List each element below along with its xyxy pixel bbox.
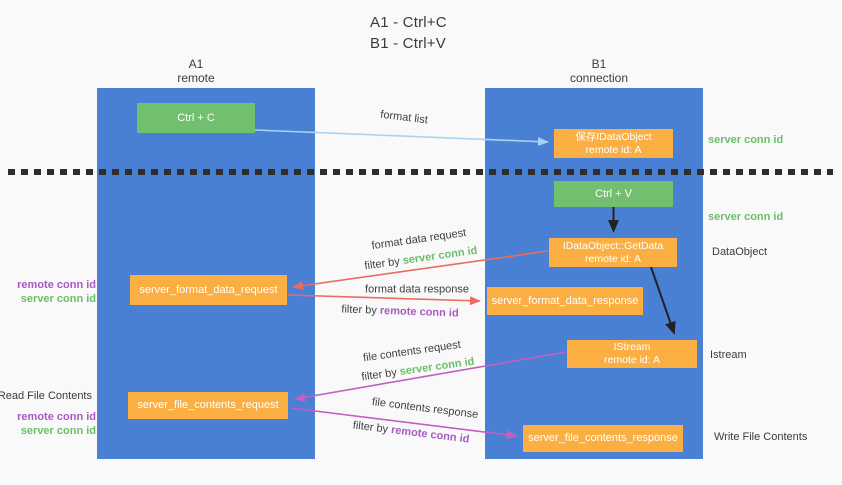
annotation-read-file-contents: Read File Contents	[0, 390, 92, 402]
node-istream: IStream remote id: A	[567, 340, 697, 368]
annotation-write-file-contents: Write File Contents	[714, 431, 808, 443]
node-idataobject-getdata-line1: IDataObject::GetData	[562, 239, 664, 252]
remote-conn-id-text: remote conn id	[390, 424, 471, 446]
lane-b1-role: connection	[569, 71, 629, 85]
node-server-file-contents-request: server_file_contents_request	[128, 392, 288, 419]
lane-a1-role: remote	[177, 71, 215, 85]
node-idataobject-getdata-line2: remote id: A	[584, 252, 642, 265]
diagram-title: A1 - Ctrl+C B1 - Ctrl+V	[370, 12, 447, 54]
annotation-file-conn-ids: remote conn id server conn id	[17, 410, 96, 438]
annotation-file-server-conn-id: server conn id	[20, 425, 96, 437]
node-ctrl-v: Ctrl + V	[554, 181, 673, 207]
lane-a1-name: A1	[188, 57, 204, 71]
node-server-format-data-request-label: server_format_data_request	[139, 283, 278, 296]
annotation-data-object: DataObject	[712, 246, 768, 258]
annotation-server-conn-id-top: server conn id	[708, 134, 784, 146]
annotation-server-conn-id-mid: server conn id	[708, 211, 784, 223]
server-conn-id-text: server conn id	[401, 244, 479, 267]
node-save-idataobject: 保存IDataObject remote id: A	[554, 129, 673, 158]
lane-b1-name: B1	[591, 57, 607, 71]
label-filter-by-remote-conn-id-2: filter by remote conn id	[352, 419, 470, 446]
node-istream-line2: remote id: A	[603, 354, 661, 366]
node-istream-line1: IStream	[613, 341, 651, 353]
clipboard-boundary-divider	[8, 169, 833, 175]
title-line-ctrl-v: B1 - Ctrl+V	[370, 35, 446, 52]
filter-by-text: filter by	[363, 255, 401, 273]
annotation-format-server-conn-id: server conn id	[20, 293, 96, 305]
remote-conn-id-text: remote conn id	[379, 304, 459, 320]
server-conn-id-text: server conn id	[398, 355, 476, 378]
node-server-file-contents-response-label: server_file_contents_response	[528, 432, 678, 444]
node-server-format-data-response: server_format_data_response	[487, 287, 643, 315]
label-filter-by-remote-conn-id-1: filter by remote conn id	[341, 303, 459, 320]
title-line-ctrl-c: A1 - Ctrl+C	[370, 14, 447, 31]
node-ctrl-v-label: Ctrl + V	[595, 187, 632, 200]
filter-by-text: filter by	[341, 303, 378, 317]
annotation-istream: Istream	[710, 349, 747, 361]
node-ctrl-c-label: Ctrl + C	[177, 111, 215, 124]
label-format-list: format list	[379, 108, 429, 127]
node-server-file-contents-request-label: server_file_contents_request	[137, 399, 279, 411]
filter-by-text: filter by	[360, 366, 398, 384]
node-save-idataobject-line2: remote id: A	[585, 143, 642, 156]
annotation-format-remote-conn-id: remote conn id	[17, 279, 96, 291]
label-file-contents-response: file contents response	[371, 396, 479, 421]
node-save-idataobject-line1: 保存IDataObject	[575, 130, 652, 143]
node-server-format-data-request: server_format_data_request	[130, 275, 287, 305]
label-format-data-response: format data response	[365, 283, 469, 296]
annotation-file-remote-conn-id: remote conn id	[17, 411, 96, 423]
lane-header-a1: A1 remote	[177, 57, 214, 85]
node-idataobject-getdata: IDataObject::GetData remote id: A	[549, 238, 677, 267]
node-server-file-contents-response: server_file_contents_response	[523, 425, 683, 452]
node-ctrl-c: Ctrl + C	[137, 103, 255, 133]
annotation-format-conn-ids: remote conn id server conn id	[17, 278, 96, 306]
lane-header-b1: B1 connection	[570, 57, 628, 85]
node-server-format-data-response-label: server_format_data_response	[491, 294, 639, 307]
filter-by-text: filter by	[352, 419, 389, 436]
